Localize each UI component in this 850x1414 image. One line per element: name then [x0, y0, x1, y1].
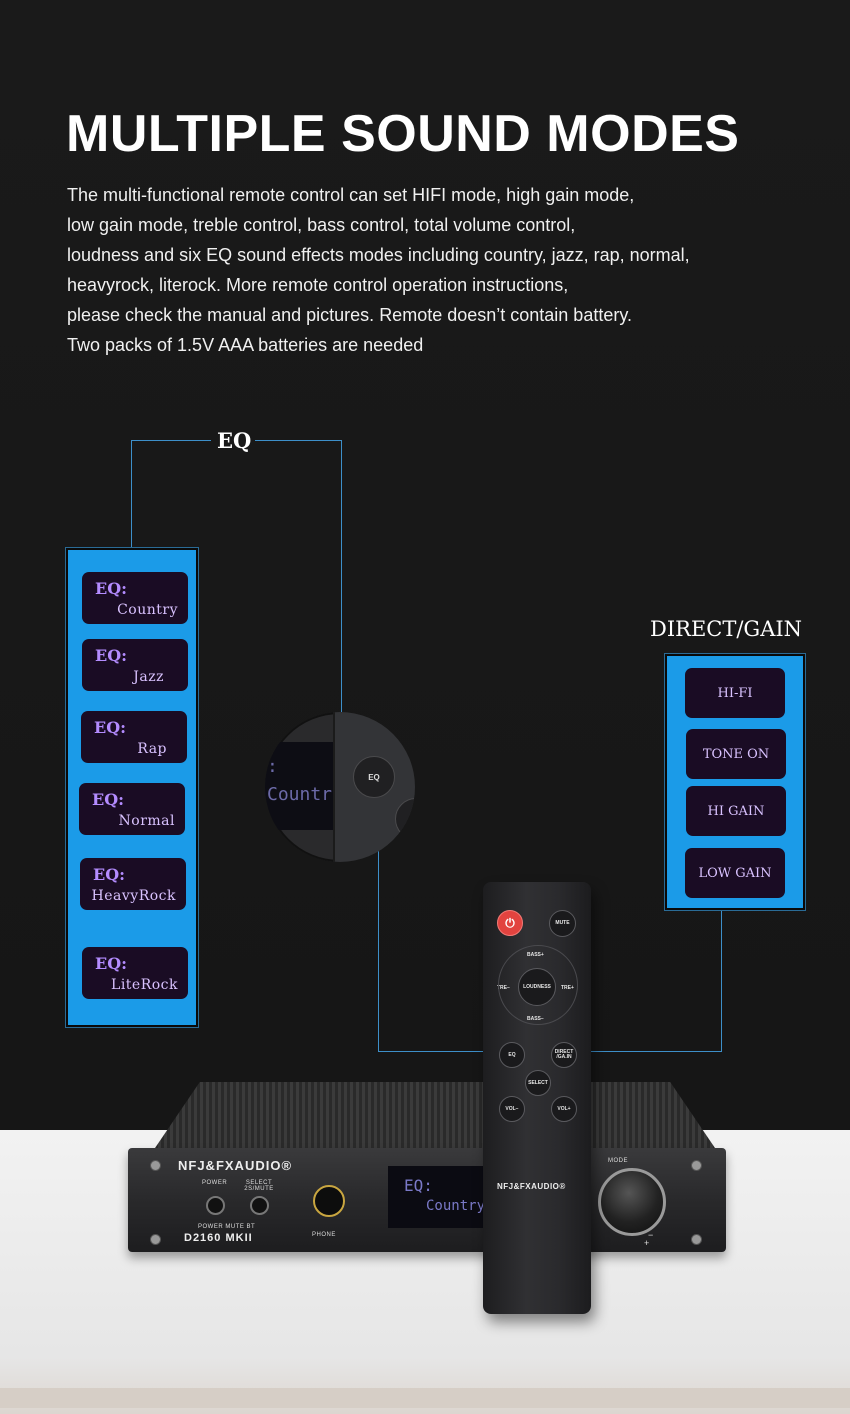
zoom-partial-button: SF — [395, 798, 415, 840]
direct-connector-vertical — [721, 908, 722, 1052]
remote-eq-connector-horizontal — [378, 1051, 500, 1052]
eq-heading: EQ — [217, 428, 252, 453]
amp-brand: NFJ&FXAUDIO® — [178, 1158, 293, 1173]
direct-gain-panel: HI-FI TONE ON HI GAIN LOW GAIN — [665, 654, 805, 910]
mode-volume-knob[interactable] — [598, 1168, 666, 1236]
zoom-lcd: : Countr — [265, 742, 335, 830]
amplifier: NFJ&FXAUDIO® POWER SELECT 2S/MUTE POWER … — [128, 1148, 726, 1252]
description: The multi-functional remote control can … — [67, 180, 807, 360]
eq-connector-top-left — [131, 440, 211, 441]
eq-tile-heavyrock: EQ: HeavyRock — [80, 858, 186, 910]
eq-panel: EQ: Country EQ: Jazz EQ: Rap EQ: Normal … — [66, 548, 198, 1027]
description-line: Two packs of 1.5V AAA batteries are need… — [67, 335, 424, 355]
description-line: heavyrock, literock. More remote control… — [67, 275, 569, 295]
amp-power-label: POWER — [202, 1180, 228, 1186]
direct-gain-button[interactable]: DIRECT /GA.IN — [551, 1042, 577, 1068]
eq-tile-literock: EQ: LiteRock — [82, 947, 188, 999]
description-line: please check the manual and pictures. Re… — [67, 305, 632, 325]
description-line: The multi-functional remote control can … — [67, 185, 635, 205]
zoom-lcd-line2: Countr — [267, 784, 333, 805]
screw-icon — [150, 1234, 161, 1245]
zoom-magnifier: : Countr EQ SF — [265, 712, 415, 862]
eq-tile-key: EQ: — [95, 646, 128, 665]
eq-tile-key: EQ: — [95, 954, 128, 973]
amplifier-heatsink — [155, 1082, 715, 1148]
remote-brand: NFJ&FXAUDIO® — [497, 1182, 566, 1191]
volume-down-button[interactable]: VOL− — [499, 1096, 525, 1122]
eq-tile-rap: EQ: Rap — [81, 711, 187, 763]
amp-power-button[interactable] — [206, 1196, 225, 1215]
eq-connector-left-drop — [131, 440, 132, 548]
eq-connector-top-right — [255, 440, 342, 441]
amp-select-button[interactable] — [250, 1196, 269, 1215]
description-line: low gain mode, treble control, bass cont… — [67, 215, 576, 235]
amp-model: D2160 MKII — [184, 1232, 253, 1244]
amp-display-line2: Country — [426, 1198, 486, 1214]
remote-eq-connector-vertical — [378, 787, 379, 1052]
dg-tile-tone-on: TONE ON — [686, 729, 786, 779]
eq-tile-value: HeavyRock — [91, 888, 176, 904]
eq-tile-value: LiteRock — [111, 977, 178, 993]
amp-display-line1: EQ: — [404, 1176, 433, 1195]
power-icon: ⏻ — [505, 915, 515, 930]
zoom-lcd-line1: : — [267, 756, 278, 777]
amp-phone-label: PHONE — [312, 1232, 336, 1238]
loudness-button[interactable]: LOUDNESS — [518, 968, 556, 1006]
dpad-ring — [498, 945, 578, 1025]
mute-button[interactable]: MUTE — [549, 910, 576, 937]
power-button[interactable]: ⏻ — [497, 910, 523, 936]
eq-tile-value: Normal — [118, 813, 175, 829]
knob-plus-label: + — [644, 1238, 650, 1248]
headphone-jack-icon[interactable] — [313, 1185, 345, 1217]
dg-tile-hi-gain: HI GAIN — [686, 786, 786, 836]
direct-gain-heading: DIRECT/GAIN — [650, 617, 803, 641]
page-title: MULTIPLE SOUND MODES — [66, 105, 740, 163]
screw-icon — [691, 1234, 702, 1245]
eq-button[interactable]: EQ — [499, 1042, 525, 1068]
direct-connector-horizontal — [577, 1051, 722, 1052]
amp-display: EQ: Country — [388, 1166, 488, 1228]
screw-icon — [150, 1160, 161, 1171]
eq-tile-value: Rap — [137, 741, 167, 757]
floor-strip — [0, 1388, 850, 1408]
dg-tile-low-gain: LOW GAIN — [685, 848, 785, 898]
zoom-remote-section: EQ SF — [333, 712, 415, 862]
eq-tile-key: EQ: — [92, 790, 125, 809]
eq-tile-value: Country — [117, 602, 178, 618]
screw-icon — [691, 1160, 702, 1171]
amp-mode-label: MODE — [608, 1158, 628, 1164]
dg-tile-hifi: HI-FI — [685, 668, 785, 718]
eq-tile-key: EQ: — [95, 579, 128, 598]
eq-tile-normal: EQ: Normal — [79, 783, 185, 835]
eq-tile-value: Jazz — [133, 669, 164, 685]
eq-connector-right-drop — [341, 440, 342, 715]
select-button[interactable]: SELECT — [525, 1070, 551, 1096]
eq-tile-key: EQ: — [94, 718, 127, 737]
eq-tile-country: EQ: Country — [82, 572, 188, 624]
volume-up-button[interactable]: VOL+ — [551, 1096, 577, 1122]
description-line: loudness and six EQ sound effects modes … — [67, 245, 690, 265]
amp-indicators: POWER MUTE BT — [198, 1224, 256, 1230]
amp-select-label: SELECT 2S/MUTE — [244, 1180, 274, 1192]
eq-tile-jazz: EQ: Jazz — [82, 639, 188, 691]
zoom-eq-button: EQ — [353, 756, 395, 798]
remote-control: ⏻ MUTE BASS+ TRE− TRE+ BASS− LOUDNESS EQ… — [483, 882, 591, 1314]
eq-tile-key: EQ: — [93, 865, 126, 884]
knob-minus-label: − — [648, 1230, 654, 1240]
